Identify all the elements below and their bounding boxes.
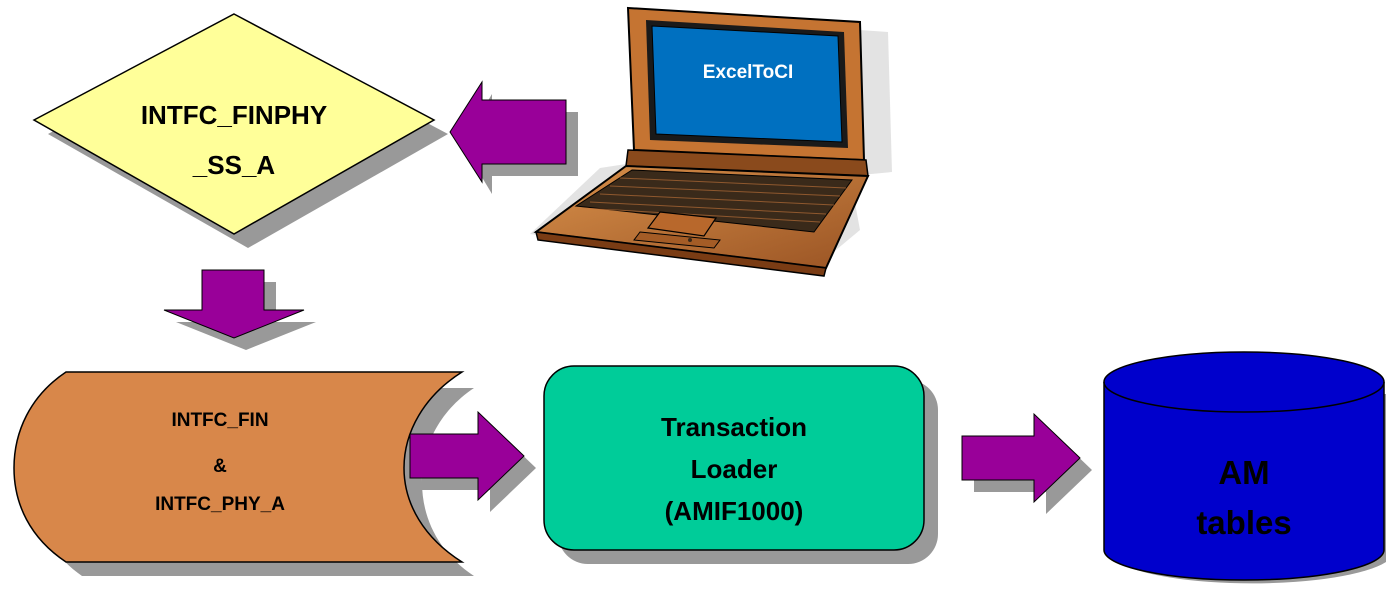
storage-label-line2: &	[213, 456, 227, 477]
storage-label-line3: INTFC_PHY_A	[155, 494, 285, 515]
process-label-line3: (AMIF1000)	[664, 496, 804, 526]
diamond-label-line2: _SS_A	[192, 150, 276, 180]
laptop-screen-label: ExcelToCI	[702, 62, 794, 83]
database-fill	[1103, 351, 1385, 581]
process-label: Transaction Loader (AMIF1000)	[554, 406, 914, 532]
process-box	[543, 365, 938, 564]
process-label-line1: Transaction	[661, 412, 807, 442]
laptop-icon	[530, 6, 892, 277]
process-label-line2: Loader	[690, 454, 778, 484]
arrow-laptop-to-diamond	[449, 80, 578, 194]
database-cylinder	[1103, 351, 1386, 584]
stored-data-fill	[13, 371, 465, 563]
arrow-process-to-database	[961, 412, 1092, 514]
storage-label: INTFC_FIN & INTFC_PHY_A	[90, 402, 350, 524]
arrow-storage-to-process	[409, 410, 536, 512]
process-fill	[543, 365, 925, 551]
diamond-label-line1: INTFC_FINPHY	[140, 100, 328, 130]
stored-data-shape	[13, 371, 474, 576]
storage-label-line1: INTFC_FIN	[171, 410, 269, 431]
database-label-line2: tables	[1196, 504, 1292, 541]
database-label-line1: AM	[1218, 454, 1270, 491]
database-label: AM tables	[1124, 448, 1364, 548]
arrow-diamond-to-storage	[163, 269, 316, 350]
diamond-shape	[32, 13, 448, 248]
diamond-fill	[32, 13, 436, 235]
diamond-label: INTFC_FINPHY _SS_A	[84, 90, 384, 190]
laptop-screen	[651, 25, 843, 143]
